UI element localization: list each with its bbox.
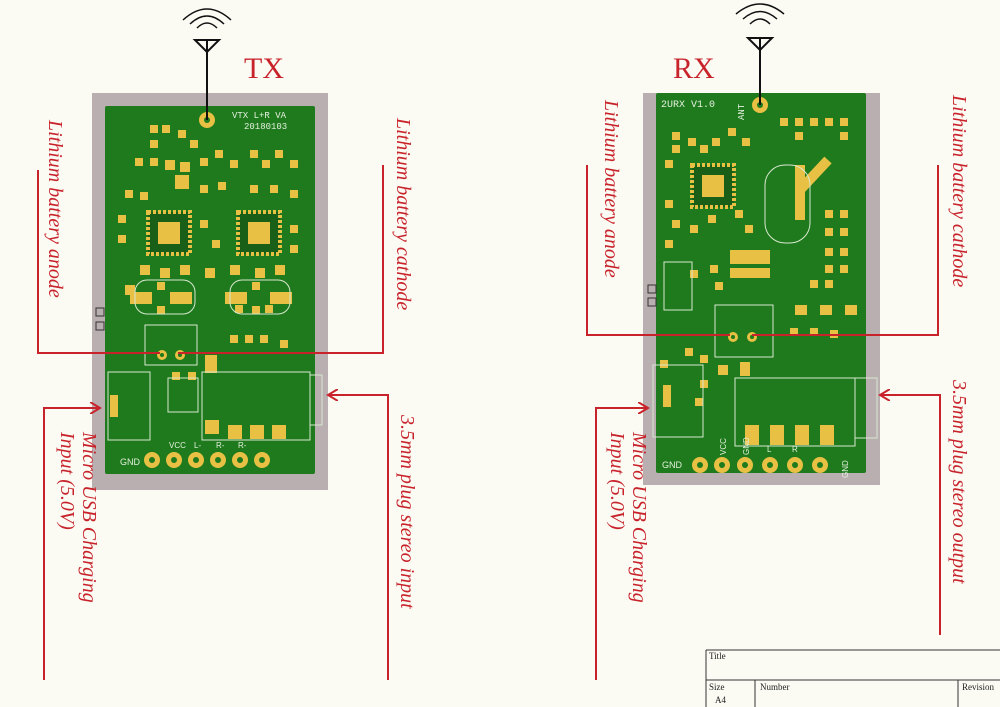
- rx-annotation-lines: [586, 165, 941, 680]
- rx-pin-label-vcc: VCC: [719, 438, 728, 455]
- rx-label-plug: 3.5mm plug stereo output: [948, 380, 970, 584]
- rx-pin-label-l: L: [767, 445, 772, 454]
- title-block-revision-label: Revision: [962, 682, 995, 692]
- rx-header-pins: [692, 457, 828, 473]
- tx-smd-pads: [110, 125, 298, 439]
- tx-silkscreen: [107, 279, 323, 441]
- tx-label-plug: 3.5mm plug stereo input: [396, 415, 418, 609]
- rx-board: 2URX V1.0 ANT GND VCC GND L R GND: [643, 93, 880, 485]
- rx-label-anode: Lithium battery anode: [600, 100, 622, 278]
- rx-chip: [690, 163, 736, 209]
- tx-pin-label-gnd: GND: [120, 457, 141, 467]
- tx-title: TX: [244, 52, 284, 85]
- tx-board-text: VTX L+R VA: [232, 111, 287, 121]
- tx-label-usb: Micro USB Charging Input (5.0V): [56, 432, 100, 603]
- tx-pin-label-l: L-: [194, 441, 201, 450]
- tx-pin-label-r1: R-: [216, 441, 225, 450]
- rx-silkscreen: [652, 164, 878, 447]
- rx-antenna-icon: [735, 3, 785, 105]
- tx-label-anode: Lithium battery anode: [44, 120, 66, 298]
- rx-title: RX: [673, 52, 715, 85]
- title-block-size-value: A4: [715, 695, 726, 705]
- tx-label-cathode: Lithium battery cathode: [392, 118, 414, 311]
- rx-pin-label-gnd2: GND: [742, 437, 751, 455]
- rx-ant-text: ANT: [737, 103, 747, 120]
- tx-annotation-lines: [37, 165, 389, 680]
- tx-pin-label-vcc: VCC: [169, 441, 186, 450]
- title-block-frame: [705, 649, 1000, 707]
- tx-chip-right: [236, 210, 282, 256]
- title-block-title-label: Title: [709, 651, 726, 661]
- rx-trace: [795, 156, 832, 220]
- title-block-number-label: Number: [760, 682, 790, 692]
- title-block-size-label: Size: [709, 682, 725, 692]
- rx-pin-label-gnd3: GND: [841, 460, 850, 478]
- tx-antenna-icon: [182, 8, 232, 120]
- tx-header-pins: [144, 452, 270, 468]
- rx-label-cathode: Lithium battery cathode: [948, 95, 970, 288]
- rx-pin-label-r: R: [792, 445, 798, 454]
- tx-board-date: 20180103: [244, 122, 287, 132]
- tx-chip-left: [146, 210, 192, 256]
- tx-board: VTX L+R VA 20180103 GND VCC L- R- R-: [92, 93, 328, 490]
- rx-smd-pads: [660, 118, 857, 445]
- tx-pin-label-r2: R-: [238, 441, 247, 450]
- rx-board-text: 2URX V1.0: [661, 100, 715, 111]
- rx-label-usb: Micro USB Charging Input (5.0V): [606, 432, 650, 603]
- rx-pin-label-gnd1: GND: [662, 460, 683, 470]
